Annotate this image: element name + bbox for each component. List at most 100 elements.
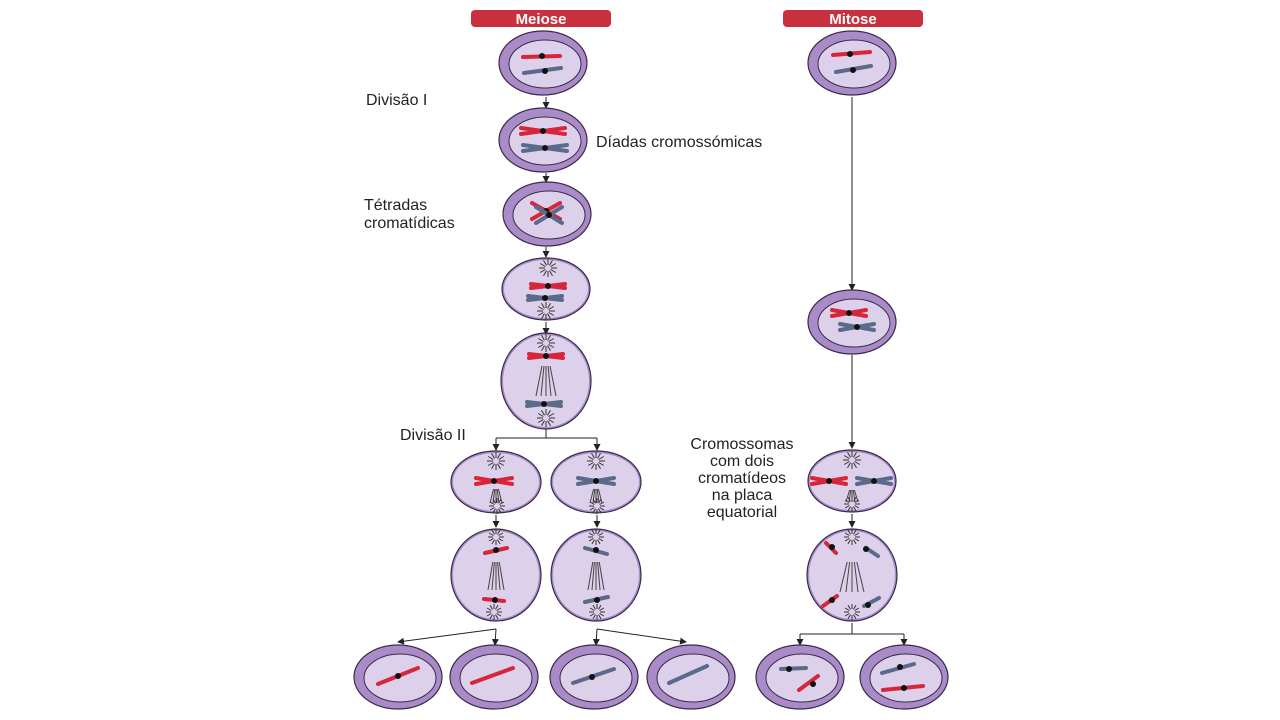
cell-nucleus — [508, 116, 582, 166]
aster-ray — [853, 604, 857, 610]
label-division-1: Divisão I — [366, 92, 427, 109]
centromere — [850, 67, 856, 73]
label-equatorial-4: na placa — [712, 487, 773, 504]
cell-nucleus — [656, 653, 730, 703]
meiosis-header: Meiose — [471, 10, 611, 28]
aster-ray — [598, 614, 602, 620]
cell-nucleus — [817, 39, 891, 89]
centromere — [897, 664, 903, 670]
centromere — [871, 478, 877, 484]
cell — [502, 181, 592, 247]
aster-ray — [847, 614, 851, 620]
cell — [450, 450, 542, 514]
centromere — [542, 145, 548, 151]
cell — [550, 528, 642, 622]
aster-ray — [592, 508, 596, 514]
aster-ray — [844, 538, 850, 542]
aster-ray — [591, 529, 595, 535]
aster-ray — [491, 539, 495, 545]
aster-ray — [499, 501, 505, 505]
aster-ray — [597, 539, 601, 545]
aster-ray — [541, 313, 545, 320]
cell — [646, 644, 736, 710]
label-equatorial-5: equatorial — [707, 504, 777, 521]
centromere — [593, 478, 599, 484]
aster-ray — [547, 334, 551, 341]
aster-ray — [598, 604, 602, 610]
aster-ray — [539, 269, 546, 273]
aster-ray — [588, 532, 594, 536]
cell-nucleus — [459, 653, 533, 703]
aster-ray — [497, 463, 501, 470]
aster-ray — [854, 505, 860, 509]
cell — [807, 449, 897, 513]
aster-ray — [592, 498, 596, 504]
aster-ray — [588, 538, 594, 542]
chromosome — [797, 674, 820, 692]
spindle-fiber — [587, 561, 594, 591]
label-dyads: Díadas cromossómicas — [596, 134, 762, 151]
aster-ray — [541, 420, 545, 427]
aster-ray — [591, 539, 595, 545]
cell — [449, 644, 539, 710]
arrow — [491, 628, 499, 646]
aster-ray — [537, 306, 544, 310]
spindle-fiber — [853, 561, 859, 593]
aster-ray — [847, 451, 851, 458]
centromere — [491, 478, 497, 484]
aster-ray — [498, 538, 504, 542]
aster-ray — [541, 345, 545, 352]
aster-ray — [496, 613, 502, 617]
centromere — [865, 602, 871, 608]
aster-ray — [548, 312, 555, 316]
centromere — [493, 547, 499, 553]
cell — [755, 644, 845, 710]
spindle-fiber — [589, 488, 595, 504]
cell-nucleus — [765, 653, 839, 703]
spindle-fiber — [597, 561, 601, 591]
aster-ray — [537, 344, 544, 348]
aster-ray — [599, 613, 605, 617]
aster-ray — [854, 538, 860, 542]
aster-ray — [487, 456, 494, 460]
aster-ray — [541, 302, 545, 309]
aster-ray — [597, 452, 601, 459]
cell-nucleus — [869, 653, 943, 703]
cell-cytoplasm — [504, 260, 588, 318]
centromere — [901, 685, 907, 691]
cell — [353, 644, 443, 710]
label-equatorial-1: Cromossomas — [690, 436, 793, 453]
aster-ray — [598, 462, 605, 466]
spindle-fiber — [497, 561, 501, 591]
aster-ray — [496, 607, 502, 611]
aster-ray — [854, 532, 860, 536]
cell — [807, 289, 897, 355]
centromere — [542, 68, 548, 74]
aster-ray — [548, 344, 555, 348]
aster-ray — [498, 508, 502, 514]
spindle-fiber — [591, 561, 595, 591]
aster-ray — [541, 409, 545, 416]
centromere — [829, 544, 835, 550]
cell — [498, 30, 588, 96]
aster-ray — [548, 306, 555, 310]
aster-ray — [592, 604, 596, 610]
aster-ray — [598, 456, 605, 460]
aster-ray — [853, 529, 857, 535]
label-tetrads-1: Tétradas — [364, 197, 427, 214]
arrow — [397, 628, 497, 645]
aster-ray — [854, 461, 861, 465]
aster-ray — [589, 607, 595, 611]
centromere — [541, 401, 547, 407]
aster-ray — [547, 302, 551, 309]
aster-ray — [844, 607, 850, 611]
label-equatorial-3: cromatídeos — [698, 470, 786, 487]
centromere — [863, 546, 869, 552]
aster-ray — [853, 496, 857, 502]
aster-ray — [589, 501, 595, 505]
aster-ray — [854, 607, 860, 611]
aster-ray — [537, 338, 544, 342]
cell-nucleus — [559, 653, 633, 703]
centromere — [492, 597, 498, 603]
